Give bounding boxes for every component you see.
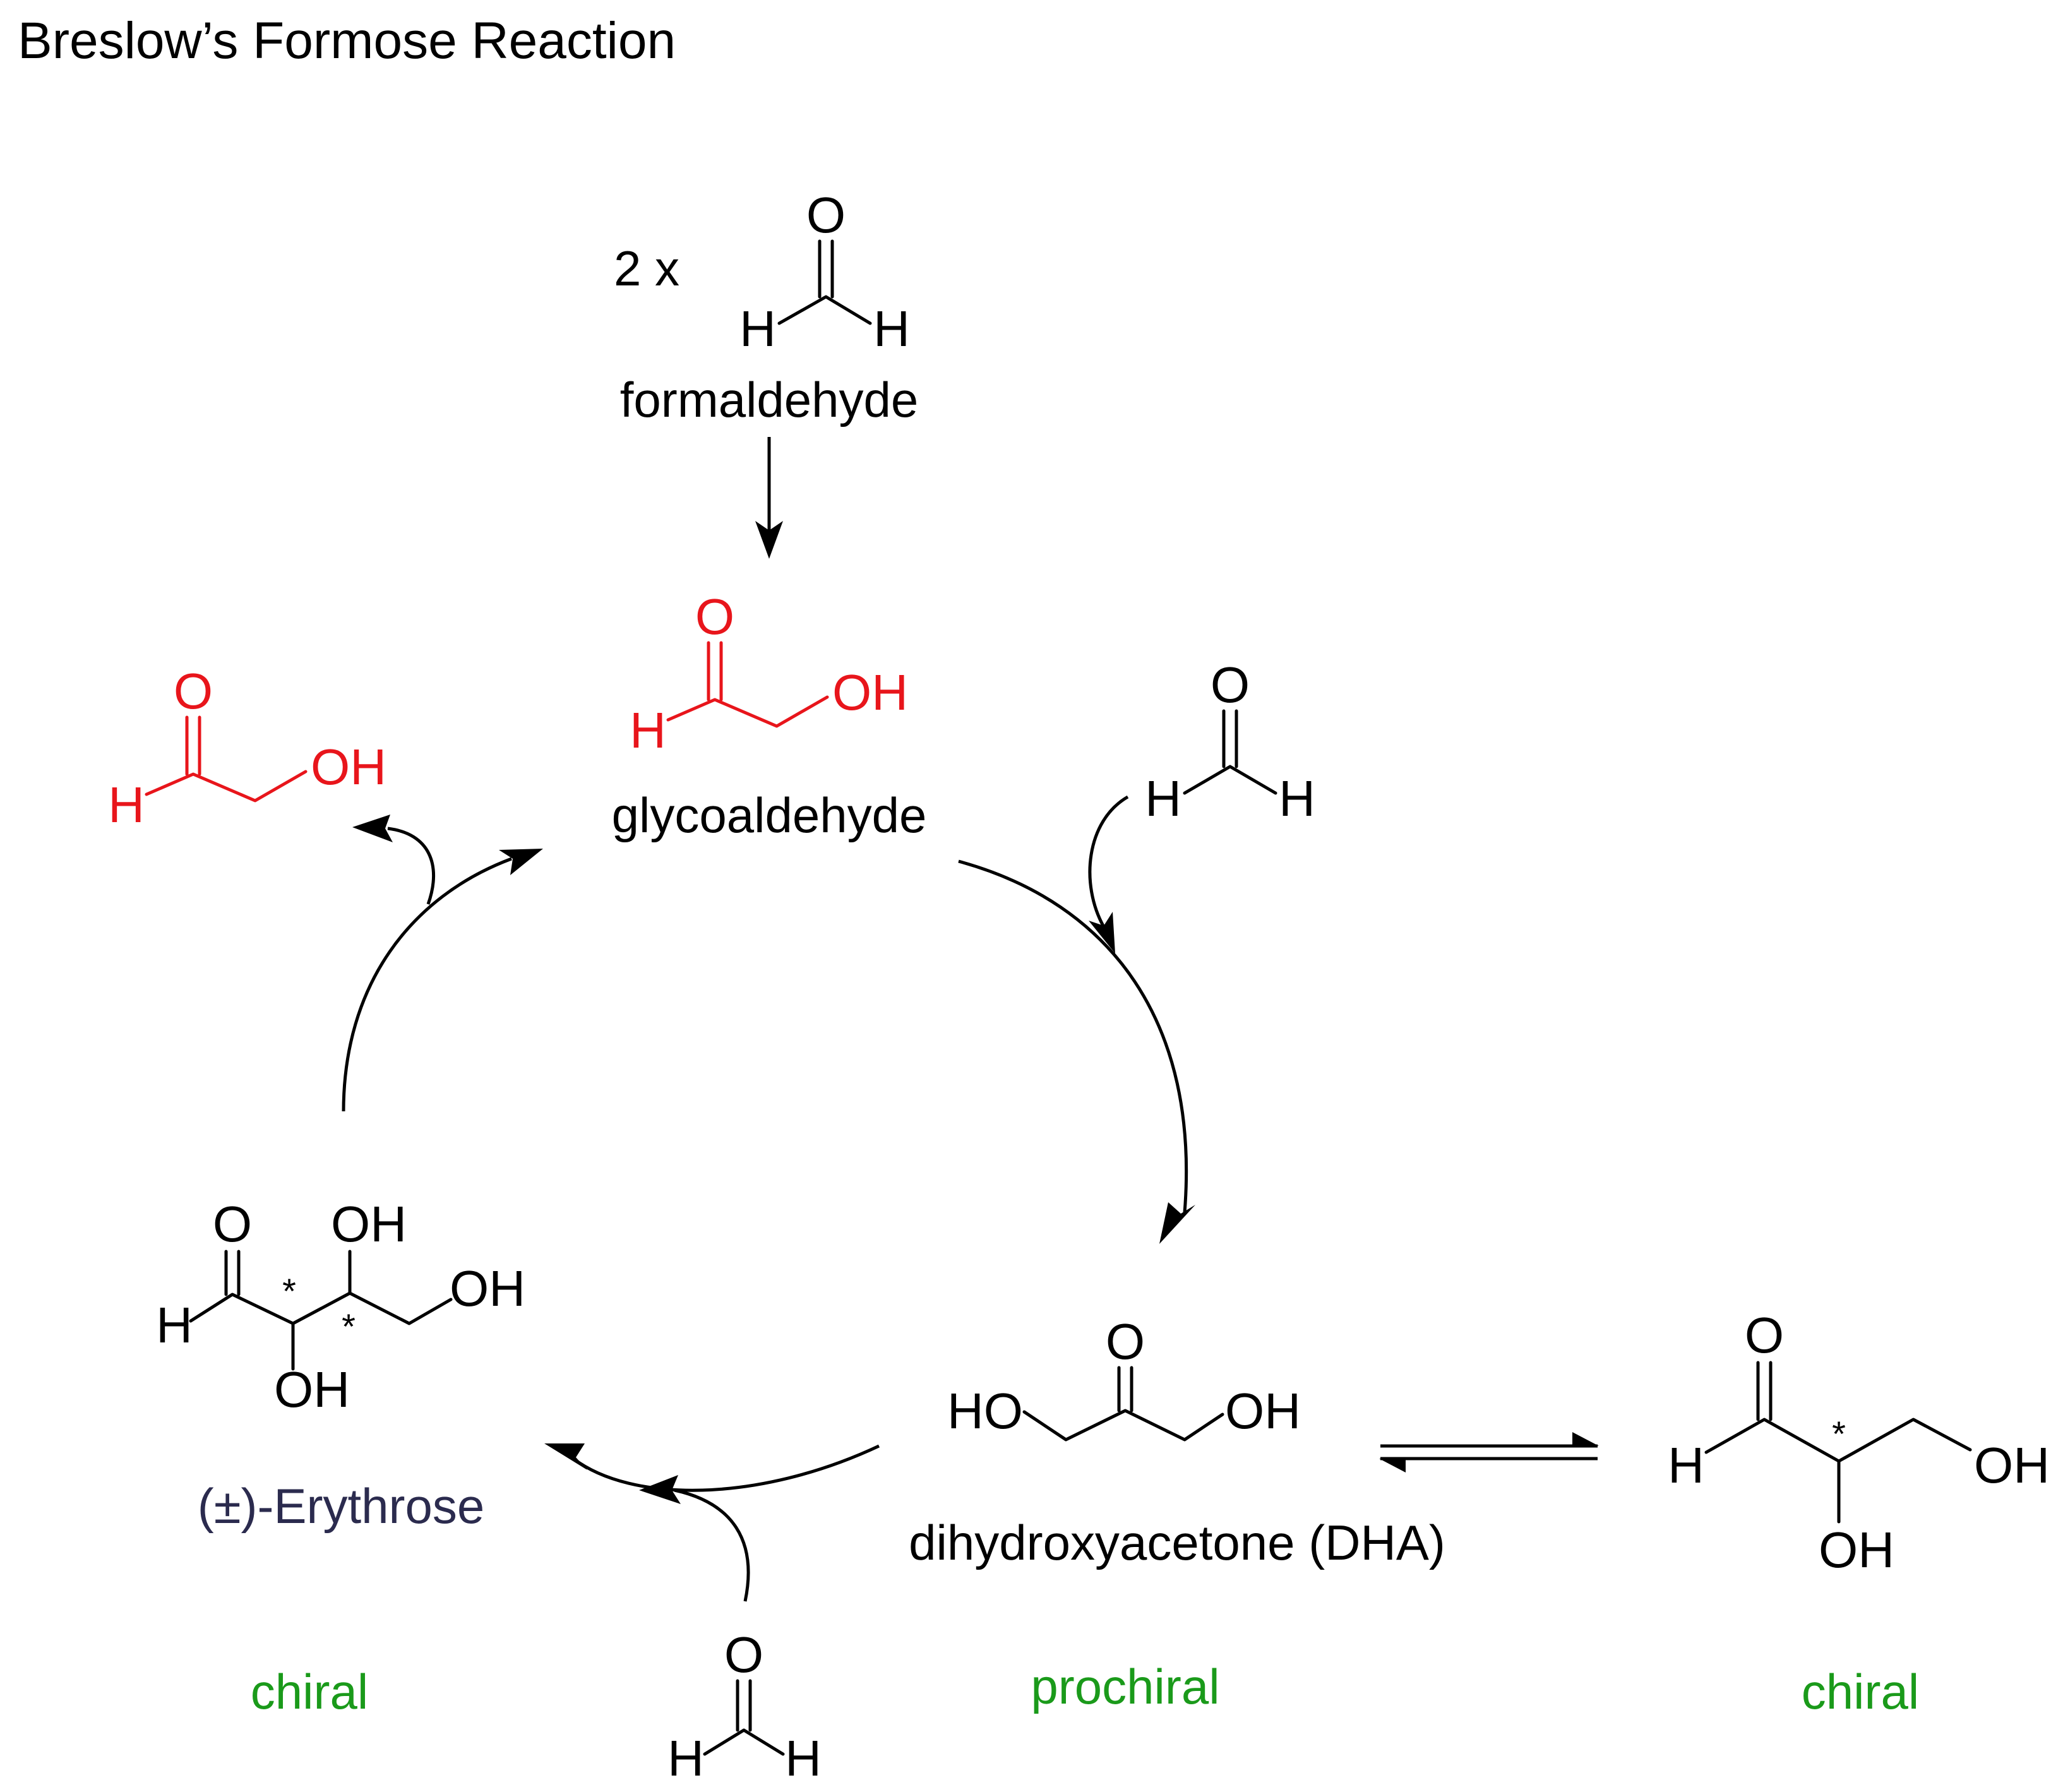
atom-h: H <box>739 301 776 357</box>
oh-bond <box>291 1250 352 1371</box>
carbonyl-bond <box>707 641 723 702</box>
stereocenter-star: * <box>1832 1414 1846 1454</box>
straight-arrow <box>755 437 783 559</box>
formaldehyde-addition-2: O H H <box>667 1627 822 1786</box>
cycle-arrow-left <box>342 849 543 1112</box>
scheme-title: Breslow’s Formose Reaction <box>18 12 676 69</box>
branch-arrow-product <box>352 815 435 905</box>
carbon-chain <box>189 1291 453 1325</box>
atom-o: O <box>695 588 734 645</box>
formaldehyde-reactant: 2 x O H H formaldehyde <box>614 187 918 427</box>
erythrose-molecule: O OH OH H OH * * (±)-Erythrose <box>156 1196 525 1534</box>
cycle-arrow-bottom <box>544 1443 880 1492</box>
atom-o: O <box>1745 1307 1784 1363</box>
carbon-chain <box>1022 1409 1224 1442</box>
glycoaldehyde-product: O H OH <box>108 663 386 833</box>
atom-oh: OH <box>331 1196 407 1252</box>
atom-oh: OH <box>1974 1437 2050 1493</box>
carbonyl-bond <box>736 1679 752 1732</box>
carbonyl-bond <box>185 715 201 776</box>
cycle-arrow-right <box>958 859 1195 1244</box>
carbon-chain <box>145 770 308 803</box>
atom-h: H <box>667 1730 704 1786</box>
formaldehyde-label: formaldehyde <box>620 372 919 427</box>
equilibrium-arrow <box>1379 1432 1599 1472</box>
atom-o: O <box>1106 1313 1145 1370</box>
chirality-label-glyceraldehyde: chiral <box>1802 1664 1919 1719</box>
atom-h: H <box>1668 1437 1704 1493</box>
atom-oh: OH <box>450 1260 525 1317</box>
atom-oh: OH <box>274 1361 350 1418</box>
atom-h: H <box>630 702 666 758</box>
formaldehyde-join-arrow-bottom <box>639 1475 750 1602</box>
dha-molecule: O HO OH dihydroxyacetone (DHA) <box>909 1313 1445 1570</box>
atom-o: O <box>174 663 213 719</box>
glycoaldehyde-label: glycoaldehyde <box>612 787 927 843</box>
multiplier-label: 2 x <box>614 241 679 296</box>
glycoaldehyde-molecule: O H OH glycoaldehyde <box>612 588 927 843</box>
atom-o: O <box>724 1627 763 1683</box>
atom-h: H <box>1279 770 1315 827</box>
carbon-chain <box>666 695 829 728</box>
chirality-label-erythrose: chiral <box>251 1664 368 1719</box>
carbonyl-bond <box>1117 1366 1133 1413</box>
stereocenter-star: * <box>282 1271 296 1311</box>
atom-h: H <box>108 777 145 833</box>
atom-oh: OH <box>832 664 908 720</box>
ch-bond <box>703 1728 785 1756</box>
dha-label: dihydroxyacetone (DHA) <box>909 1515 1445 1570</box>
chirality-label-dha: prochiral <box>1031 1659 1219 1714</box>
atom-oh: OH <box>1225 1383 1301 1439</box>
atom-o: O <box>806 187 846 243</box>
atom-h: H <box>156 1297 193 1353</box>
formaldehyde-addition-1: O H H <box>1145 657 1315 827</box>
formaldehyde-join-arrow <box>1088 795 1129 953</box>
atom-h: H <box>873 301 910 357</box>
carbonyl-bond <box>1222 709 1238 768</box>
erythrose-label: (±)-Erythrose <box>198 1478 485 1534</box>
carbonyl-bond <box>224 1250 241 1296</box>
atom-h: H <box>785 1730 822 1786</box>
atom-oh: OH <box>311 739 386 795</box>
atom-h: H <box>1145 770 1181 827</box>
ch-bond <box>1183 765 1277 795</box>
atom-oh: OH <box>1819 1522 1894 1578</box>
atom-ho: HO <box>947 1383 1023 1439</box>
atom-o: O <box>1211 657 1250 713</box>
ch-bond <box>777 295 872 325</box>
glyceraldehyde-molecule: O H OH OH * <box>1668 1307 2050 1578</box>
atom-o: O <box>213 1196 252 1252</box>
carbonyl-bond <box>818 239 834 299</box>
carbonyl-bond <box>1756 1361 1773 1421</box>
stereocenter-star: * <box>342 1306 356 1346</box>
